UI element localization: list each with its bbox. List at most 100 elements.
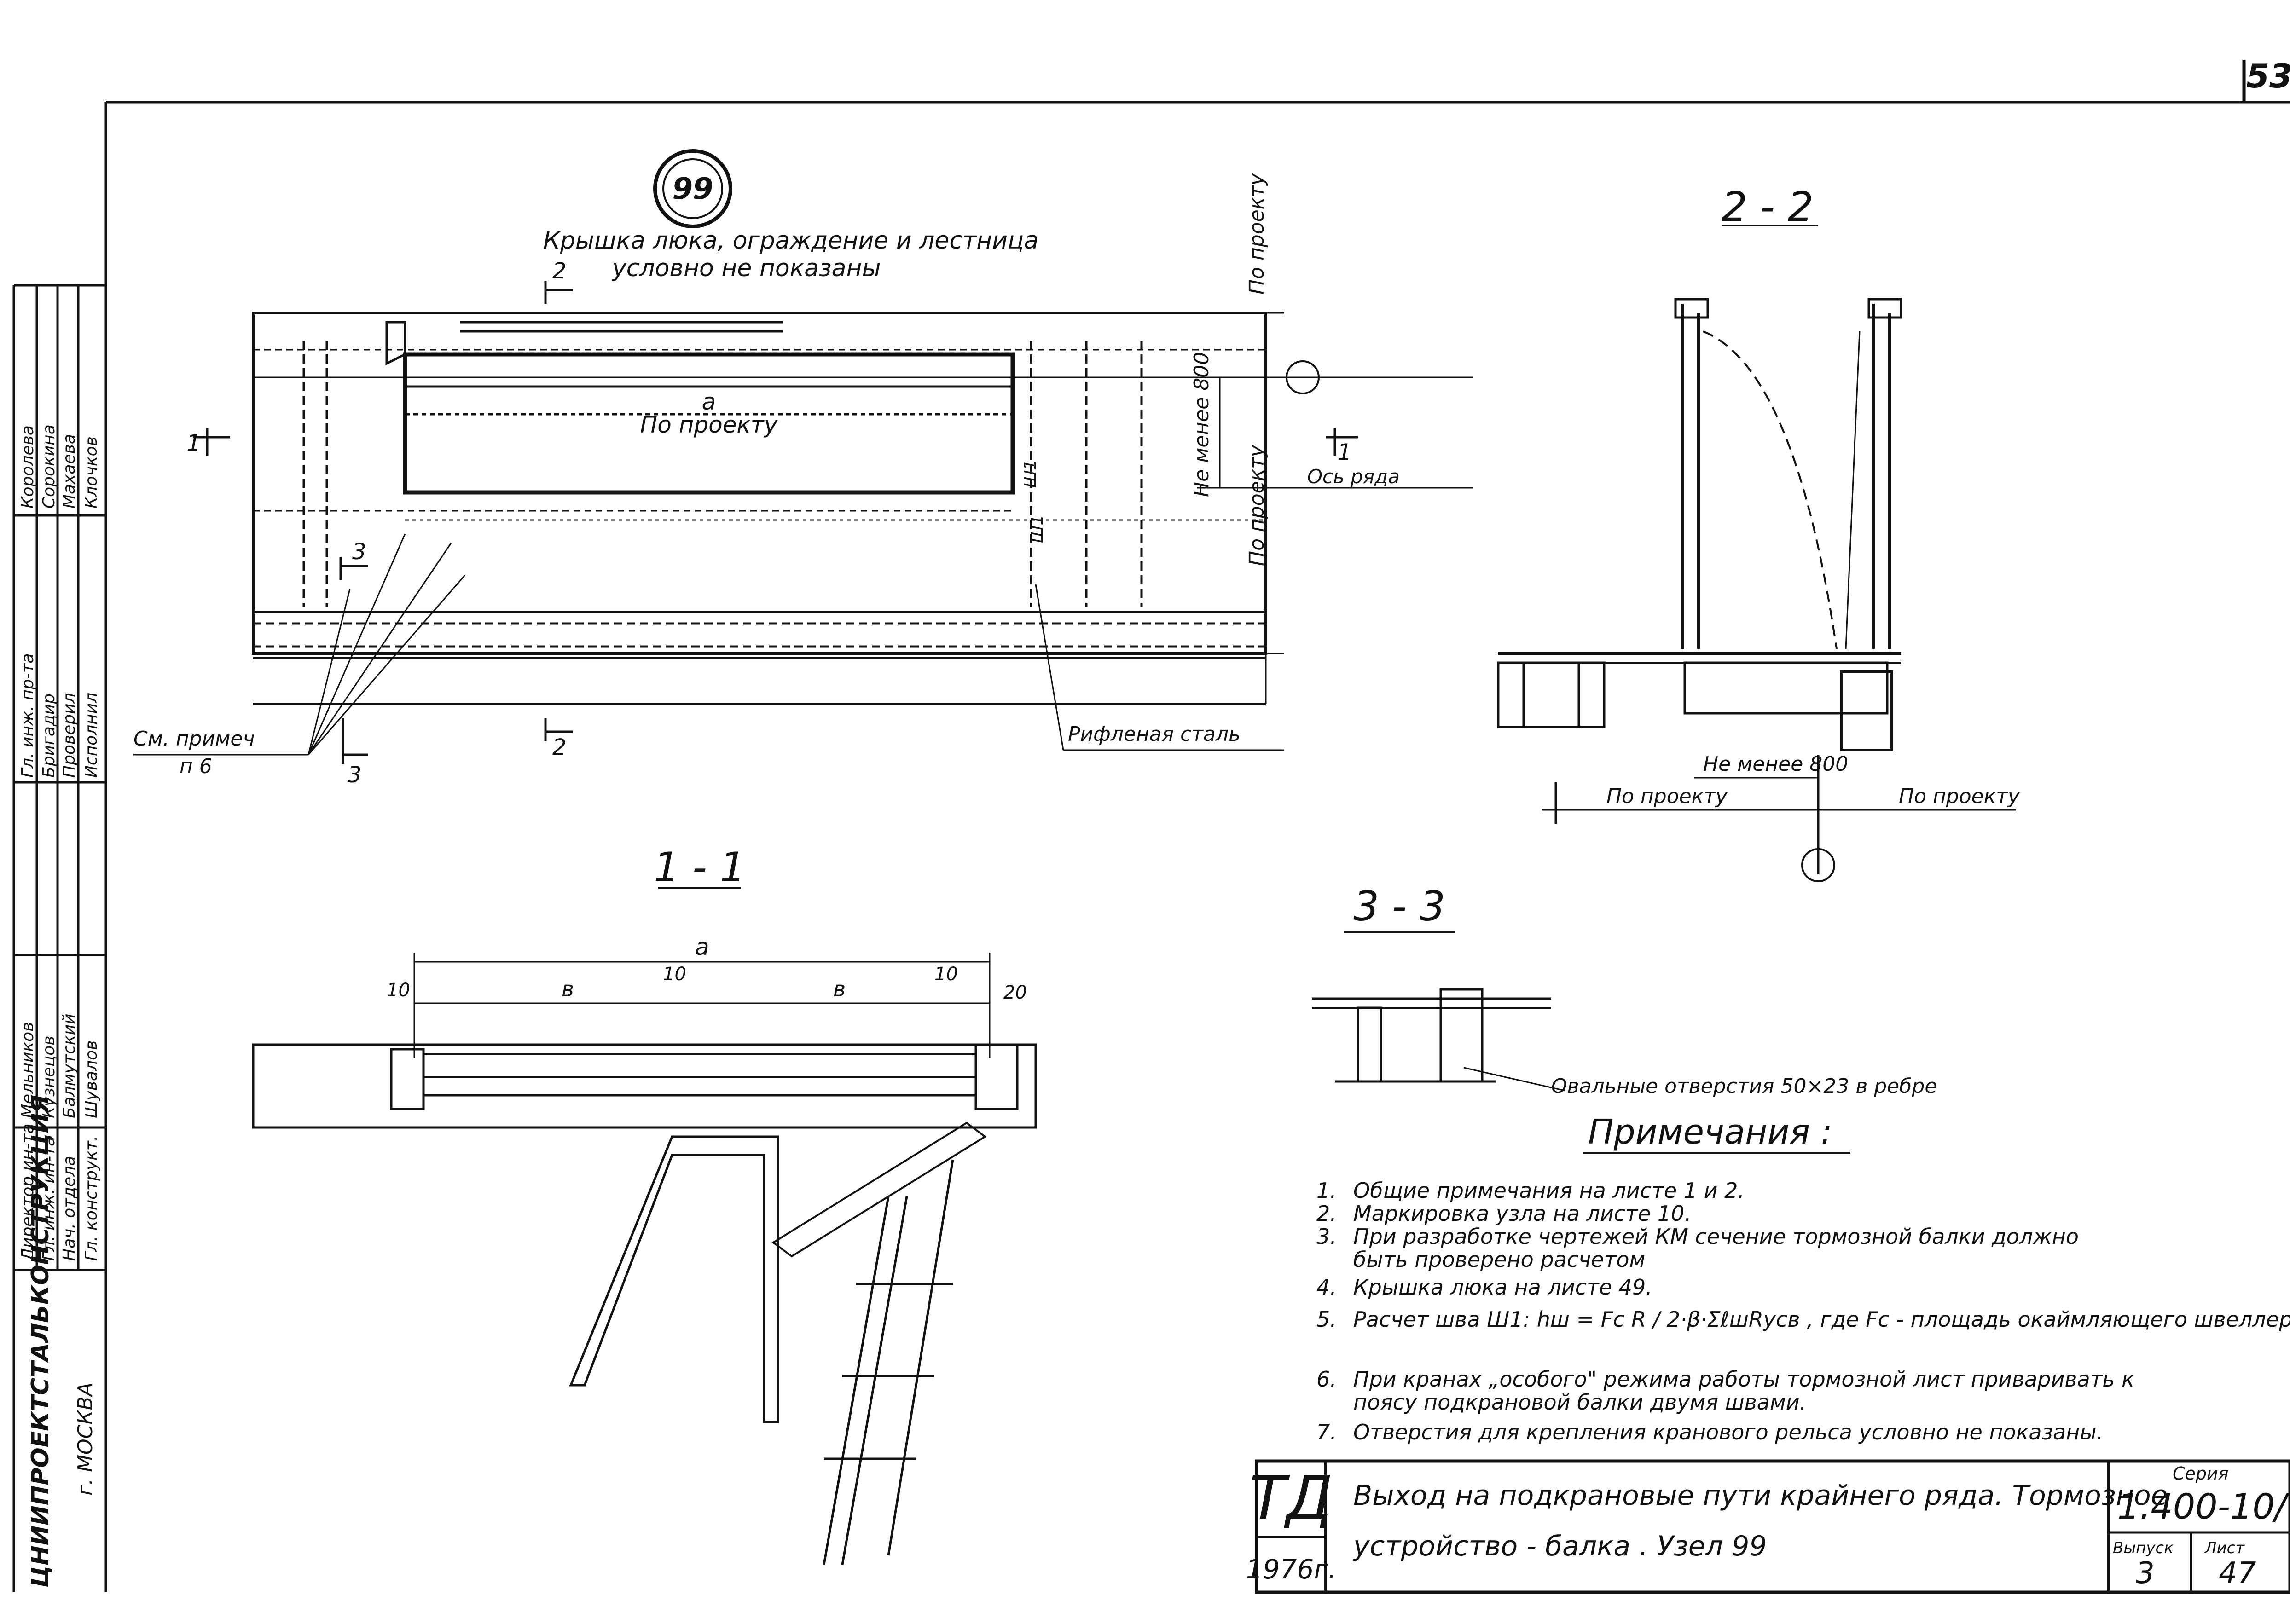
plan-label-p6: п 6 bbox=[180, 755, 212, 778]
node-number-circle bbox=[653, 149, 732, 228]
note-item: 3. При разработке чертежей КМ сечение тор… bbox=[1316, 1224, 2079, 1249]
note-text: Общие примечания на листе 1 и 2. bbox=[1353, 1178, 1745, 1203]
stamp-name: Клочков bbox=[82, 436, 101, 509]
tb-list-label: Лист bbox=[2204, 1539, 2245, 1557]
stamp-role: Бригадир bbox=[40, 694, 58, 778]
cut-3-top: 3 bbox=[352, 539, 366, 565]
section11-dim-10-right: 10 bbox=[934, 964, 958, 985]
stamp-name: Мельников bbox=[18, 1022, 37, 1118]
section11-dim-b-right: в bbox=[833, 977, 846, 1001]
plan-caption-line1: Крышка люка, ограждение и лестница bbox=[543, 227, 1038, 254]
stamp-role: Гл. конструкт. bbox=[82, 1136, 101, 1261]
stamp-name: Королева bbox=[18, 425, 37, 509]
note-text: Крышка люка на листе 49. bbox=[1353, 1275, 1652, 1300]
note-item: 4. Крышка люка на листе 49. bbox=[1316, 1275, 1652, 1300]
plan-view bbox=[133, 281, 1473, 764]
section33-holes: Овальные отверстия 50×23 в ребре bbox=[1551, 1075, 1937, 1098]
plan-weld-w1a: Ш1 bbox=[1021, 460, 1040, 488]
section-3-3 bbox=[1312, 931, 1565, 1092]
section22-po-proektu-right: По проекту bbox=[1899, 785, 2020, 808]
note-text: При разработке чертежей КМ сечение тормо… bbox=[1353, 1224, 2079, 1249]
cut-1-right: 1 bbox=[1337, 439, 1352, 466]
stamp-name: Сорокина bbox=[40, 424, 58, 509]
tb-seria-label: Серия bbox=[2173, 1463, 2229, 1484]
note-number: 4. bbox=[1316, 1275, 1337, 1300]
section11-dim-10-mid: 10 bbox=[663, 964, 686, 985]
plan-label-po-proektu: По проекту bbox=[640, 411, 778, 438]
tb-year: 1976г. bbox=[1246, 1554, 1337, 1585]
note-item: поясу подкрановой балки двумя швами. bbox=[1316, 1390, 1806, 1415]
title-block-frame bbox=[1255, 1459, 2290, 1594]
tb-seria: 1.400-10/76 bbox=[2117, 1486, 2290, 1527]
cut-2-top: 2 bbox=[552, 258, 567, 284]
note-text: Расчет шва Ш1: hш = Fc R / 2·β·ΣℓшRусв ,… bbox=[1353, 1307, 2290, 1332]
section22-po-proektu-left: По проекту bbox=[1606, 785, 1728, 808]
tb-list: 47 bbox=[2219, 1556, 2256, 1590]
stamp-name: Шувалов bbox=[82, 1040, 101, 1118]
plan-label-po-proektu-v2: По проекту bbox=[1245, 445, 1269, 566]
note-item: 6. При кранах „особого" режима работы тор… bbox=[1316, 1367, 2134, 1392]
stamp-role: Гл. инж. пр-та bbox=[18, 653, 37, 778]
note-text: При кранах „особого" режима работы тормо… bbox=[1353, 1367, 2134, 1392]
plan-label-sm-primech: См. примеч bbox=[133, 727, 255, 751]
left-stamp bbox=[12, 284, 107, 1592]
page-number: 53 bbox=[2246, 57, 2290, 95]
stamp-role: Проверил bbox=[60, 693, 79, 778]
section11-dim-a: а bbox=[695, 934, 709, 960]
stamp-role: Директор ин-та bbox=[18, 1123, 37, 1262]
plan-caption-line2: условно не показаны bbox=[611, 254, 881, 282]
section11-dim-b-left: в bbox=[562, 977, 574, 1001]
note-item: 1. Общие примечания на листе 1 и 2. bbox=[1316, 1178, 1745, 1203]
tb-title-line1: Выход на подкрановые пути крайнего ряда.… bbox=[1353, 1480, 2168, 1512]
section22-title: 2 - 2 bbox=[1722, 183, 1814, 231]
plan-label-a: а bbox=[702, 388, 716, 415]
stamp-role: Гл. инж. ин-та bbox=[40, 1136, 58, 1261]
note-item: 7. Отверстия для крепления кранового рель… bbox=[1316, 1420, 2103, 1445]
note-item: быть проверено расчетом bbox=[1316, 1247, 1645, 1272]
note-number: 3. bbox=[1316, 1224, 1337, 1249]
section11-dim-20: 20 bbox=[1003, 982, 1027, 1003]
section-2-2 bbox=[1497, 225, 2016, 882]
notes-title: Примечания : bbox=[1588, 1112, 1832, 1152]
stamp-role: Нач. отдела bbox=[60, 1156, 79, 1261]
note-number: 6. bbox=[1316, 1367, 1337, 1392]
note-text: Маркировка узла на листе 10. bbox=[1353, 1201, 1692, 1226]
node-number-circle-inner bbox=[662, 158, 723, 219]
note-item: 2. Маркировка узла на листе 10. bbox=[1316, 1201, 1691, 1226]
stamp-name: Балмутский bbox=[60, 1013, 79, 1118]
note-number: 1. bbox=[1316, 1178, 1337, 1203]
tb-title-line2: устройство - балка . Узел 99 bbox=[1352, 1530, 1767, 1562]
plan-label-ne-menee: Не менее 800 bbox=[1190, 352, 1213, 497]
tb-vypusk-label: Выпуск bbox=[2113, 1539, 2174, 1557]
note-text: поясу подкрановой балки двумя швами. bbox=[1353, 1390, 1807, 1415]
section33-title: 3 - 3 bbox=[1353, 883, 1445, 930]
node-number: 99 bbox=[672, 172, 713, 206]
note-item: 5. Расчет шва Ш1: hш = Fc R / 2·β·ΣℓшRусв… bbox=[1316, 1307, 2290, 1332]
hatch-opening bbox=[403, 352, 1015, 495]
stamp-role: Исполнил bbox=[82, 693, 101, 778]
tb-vypusk: 3 bbox=[2136, 1556, 2155, 1590]
note-number: 5. bbox=[1316, 1307, 1337, 1332]
plan-weld-w1b: Ш1 bbox=[1028, 515, 1047, 543]
tb-td: ТД bbox=[1250, 1463, 1333, 1533]
plan-label-po-proektu-v1: По проекту bbox=[1245, 173, 1269, 295]
note-text: Отверстия для крепления кранового рельса… bbox=[1353, 1420, 2104, 1445]
plan-label-difl: Рифленая сталь bbox=[1068, 722, 1241, 746]
stamp-org: ЦНИИПРОЕКТСТАЛЬКОНСТРУКЦИЯ bbox=[27, 1095, 54, 1588]
note-number: 2. bbox=[1316, 1201, 1337, 1226]
section11-dim-10-left: 10 bbox=[387, 980, 410, 1001]
note-text: быть проверено расчетом bbox=[1353, 1247, 1646, 1272]
cut-1-left: 1 bbox=[186, 430, 201, 457]
cut-2-bottom: 2 bbox=[552, 734, 567, 760]
cut-3-bottom: 3 bbox=[348, 762, 362, 788]
section22-ne-menee: Не менее 800 bbox=[1703, 752, 1848, 776]
section-1-1 bbox=[252, 887, 1037, 1565]
section11-title: 1 - 1 bbox=[654, 844, 746, 891]
stamp-city: г. МОСКВА bbox=[74, 1382, 97, 1496]
note-number: 7. bbox=[1316, 1420, 1337, 1445]
stamp-name: Кузнецов bbox=[40, 1036, 58, 1118]
plan-label-os-ryada: Ось ряда bbox=[1307, 465, 1400, 488]
stamp-name: Махаева bbox=[60, 434, 79, 509]
